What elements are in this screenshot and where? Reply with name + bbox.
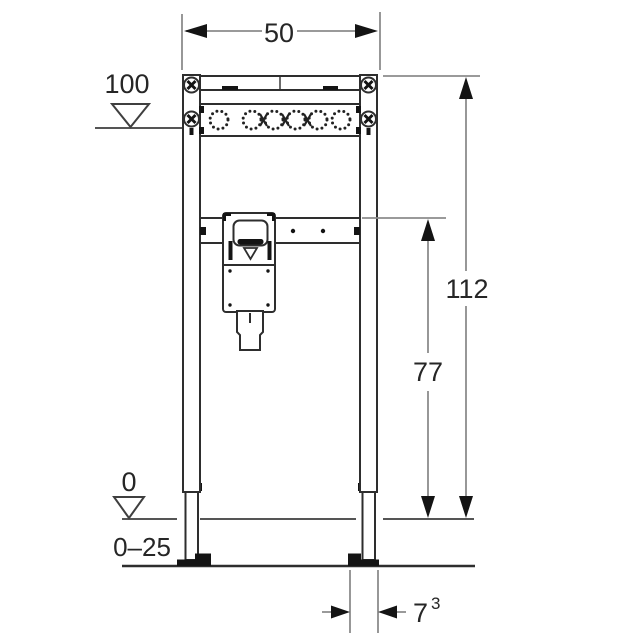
foot-depth-label: 7 — [413, 598, 428, 628]
dimension-trap-height — [362, 217, 446, 518]
dim-trap-height-label: 77 — [413, 357, 443, 387]
dimension-foot-depth — [322, 570, 406, 633]
level-line-0 — [112, 496, 474, 520]
screw-icon — [183, 76, 200, 94]
level-triangle-100-icon — [109, 103, 152, 129]
left-foot-plate — [177, 553, 211, 566]
water-triangle-icon — [242, 247, 259, 261]
foot-depth-superscript: 3 — [431, 594, 440, 613]
perforated-rail — [199, 103, 361, 137]
right-leg — [361, 487, 376, 561]
dim-width-label: 50 — [264, 18, 294, 48]
left-post — [182, 74, 201, 493]
screw-icon — [183, 110, 200, 135]
level-zero-label: 0 — [121, 467, 136, 497]
arrow-down-icon — [421, 496, 435, 518]
level-top-label: 100 — [104, 69, 149, 99]
installation-frame — [177, 74, 379, 566]
right-foot-plate — [348, 553, 379, 566]
level-triangle-0-icon — [112, 496, 146, 520]
right-post — [359, 74, 378, 493]
arrow-left-icon — [378, 605, 397, 619]
connection-box — [222, 212, 276, 313]
top-crossbar — [199, 75, 361, 91]
screw-icon — [360, 110, 377, 135]
arrow-right-icon — [331, 605, 350, 619]
left-leg — [184, 487, 199, 561]
arrow-down-icon — [459, 496, 473, 518]
fixing-screws — [183, 76, 377, 135]
floor-range-label: 0–25 — [113, 532, 171, 562]
dimension-total-height — [383, 75, 480, 518]
drain-pipe — [236, 310, 264, 351]
arrow-right-icon — [355, 24, 378, 38]
screw-icon — [360, 76, 377, 94]
perforation-pattern — [208, 109, 352, 131]
level-line-100 — [95, 103, 183, 129]
arrow-up-icon — [421, 219, 435, 241]
arrow-left-icon — [184, 24, 207, 38]
arrow-up-icon — [459, 77, 473, 99]
dim-total-height-label: 112 — [445, 274, 488, 304]
trap-slot — [237, 239, 264, 245]
dimension-width — [181, 12, 381, 70]
